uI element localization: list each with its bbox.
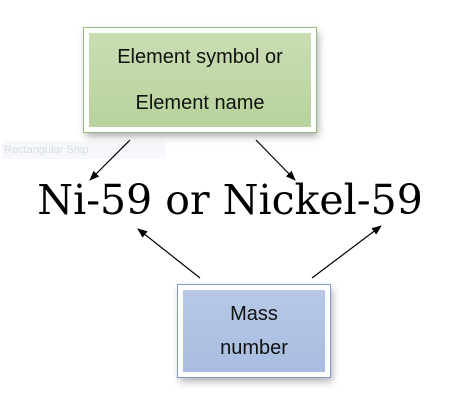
arrow-to-symbol [89, 139, 131, 181]
arrow-mass-to-name [311, 225, 382, 279]
isotope-notation: Ni-59 or Nickel-59 [37, 176, 423, 224]
mass-box-line2: number [220, 337, 288, 359]
mass-box-line1: Mass [230, 303, 278, 325]
arrow-to-name [255, 139, 296, 181]
element-box: Element symbol or Element name [84, 28, 316, 132]
mass-number-box: Mass number [178, 285, 330, 377]
element-box-line2: Element name [135, 92, 265, 114]
element-box-line1: Element symbol or [117, 46, 283, 68]
arrow-mass-to-symbol [137, 228, 201, 279]
